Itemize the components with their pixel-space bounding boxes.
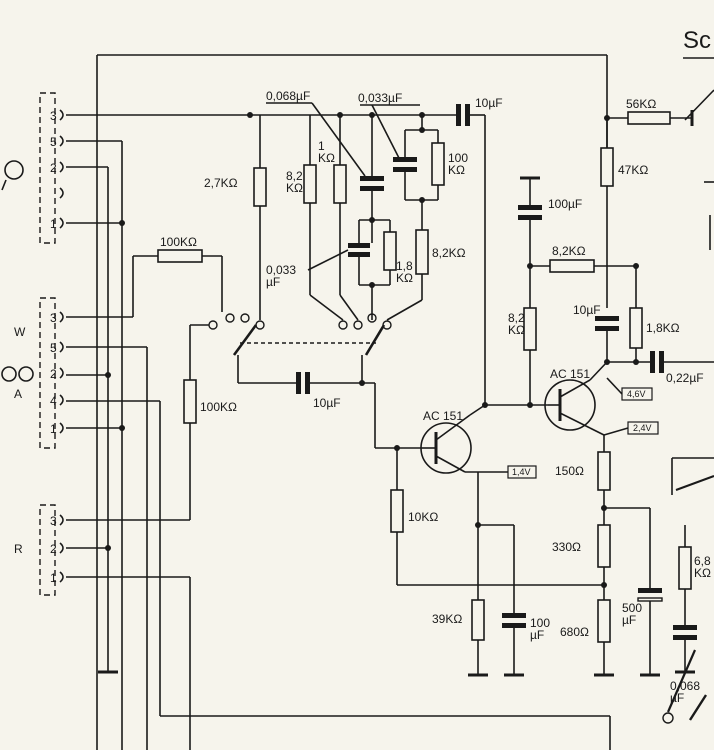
transistor-1: AC 151 1,4V: [420, 404, 537, 600]
resistor-47k: 47KΩ: [600, 118, 648, 308]
connector-middle-pin-4: 4: [50, 394, 57, 408]
label-680: 680Ω: [560, 625, 589, 639]
transistor-2: AC 151 4,6V 2,4V: [544, 361, 659, 436]
resistor-100k-mid: 100KΩ: [183, 324, 237, 424]
label-022u: 0,22µF: [666, 371, 704, 385]
voltage-emitter-1: 1,4V: [512, 467, 531, 477]
connector-bottom: 3 2 1 R: [14, 504, 64, 596]
resistor-8k2-feedback: 8,2KΩ: [530, 244, 636, 273]
connector-bottom-label-r: R: [14, 542, 23, 556]
connector-middle-label-a: A: [14, 387, 22, 401]
label-8k2-fb: 8,2KΩ: [552, 244, 586, 258]
connector-middle-pin-5: 5: [50, 341, 57, 355]
title-fragment: Sc: [683, 27, 711, 54]
label-56k: 56KΩ: [626, 97, 656, 111]
label-150: 150Ω: [555, 464, 584, 478]
resistor-39k: 39KΩ: [432, 599, 488, 677]
connector-top-pin-5: 5: [50, 135, 57, 149]
label-0068-top: 0,068µF: [266, 89, 310, 103]
capacitor-10u-mid: 10µF: [296, 372, 422, 449]
label-10k: 10KΩ: [408, 510, 438, 524]
capacitor-10u-right: 10µF: [573, 303, 619, 362]
wiring: [66, 54, 611, 750]
voltage-collector-2: 4,6V: [627, 389, 646, 399]
label-2k7: 2,7KΩ: [204, 176, 238, 190]
label-100k-top: 100KΩ: [160, 235, 197, 249]
resistor-100k-top: 100KΩ: [157, 235, 203, 263]
label-47k: 47KΩ: [618, 163, 648, 177]
connector-top-pin-3: 3: [50, 109, 57, 123]
label-transistor-1: AC 151: [423, 409, 463, 423]
connector-top: 3 5 2 1: [39, 92, 64, 244]
voltage-emitter-2: 2,4V: [633, 423, 652, 433]
selector-switch-left: [208, 313, 376, 384]
connector-middle-pin-2: 2: [50, 367, 57, 381]
resistor-10k: 10KΩ: [390, 448, 604, 586]
selector-switch-right: [338, 313, 392, 383]
connector-middle-pin-3: 3: [50, 311, 57, 325]
capacitor-10u-top: 10µF: [456, 96, 503, 405]
resistor-1k8-right: 1,8KΩ: [607, 266, 680, 363]
label-10u-mid: 10µF: [313, 396, 341, 410]
resistor-56k: 56KΩ: [607, 97, 694, 126]
connector-top-pin-1: 1: [50, 217, 57, 231]
capacitor-100u-right: 100µF: [518, 176, 582, 308]
label-1k8-right: 1,8KΩ: [646, 321, 680, 335]
label-10u-right: 10µF: [573, 303, 601, 317]
connector-bottom-pin-3: 3: [50, 514, 57, 528]
connector-bottom-pin-2: 2: [50, 542, 57, 556]
label-100k-mid: 100KΩ: [200, 400, 237, 414]
label-39k: 39KΩ: [432, 612, 462, 626]
label-transistor-2: AC 151: [550, 367, 590, 381]
capacitor-022u: 0,22µF: [650, 351, 714, 385]
label-100u-right: 100µF: [548, 197, 582, 211]
connector-bottom-pin-1: 1: [50, 571, 57, 585]
resistor-2k7: 2,7KΩ: [204, 115, 267, 320]
connector-middle: 3 5 2 4 1 W A: [14, 297, 64, 449]
label-10u-top: 10µF: [475, 96, 503, 110]
label-0033-top: 0,033µF: [358, 91, 402, 105]
label-330: 330Ω: [552, 540, 581, 554]
connector-top-pin-2: 2: [50, 161, 57, 175]
connector-middle-pin-1: 1: [50, 422, 57, 436]
tape-reel-icon: [1, 366, 34, 382]
microphone-icon: [1, 160, 24, 191]
label-8k2-eq: 8,2KΩ: [432, 246, 466, 260]
junction-dots: [105, 112, 639, 588]
connector-middle-label-w: W: [14, 325, 26, 339]
